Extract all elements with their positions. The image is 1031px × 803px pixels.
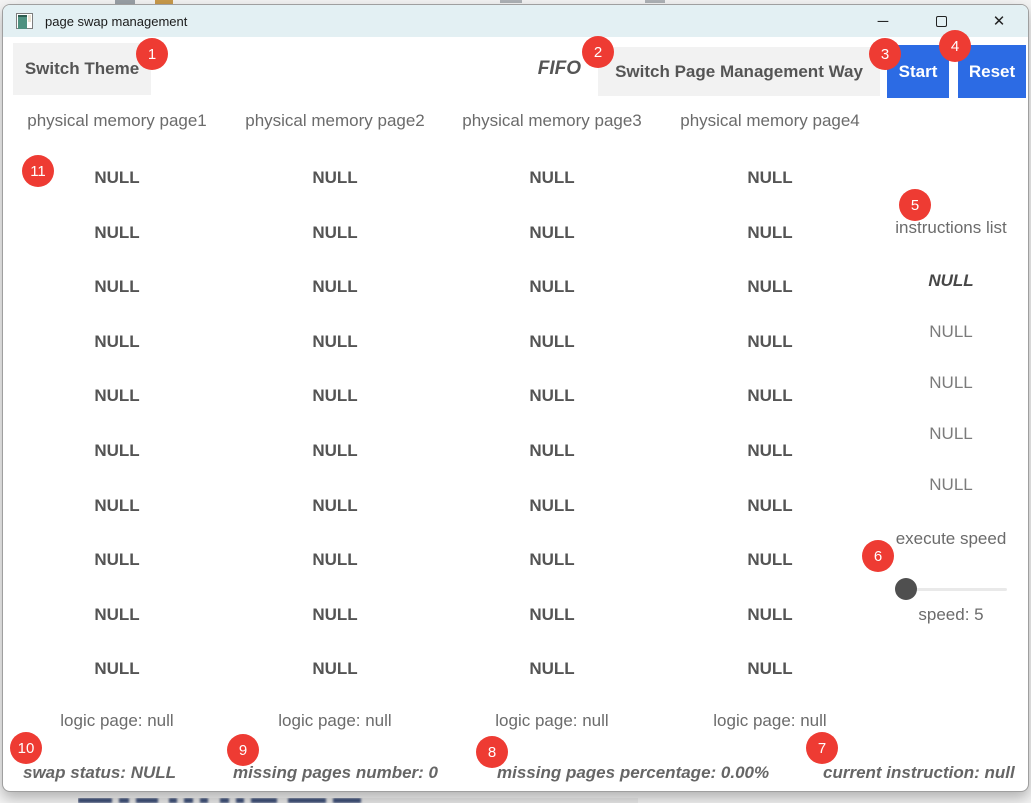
memory-cell: NULL — [94, 659, 140, 679]
memory-cell: NULL — [312, 222, 358, 242]
memory-cell: NULL — [312, 495, 358, 515]
annotation-badge-1: 1 — [136, 38, 168, 70]
annotation-badge-2: 2 — [582, 36, 614, 68]
reset-button[interactable]: Reset — [958, 45, 1026, 98]
memory-cell: NULL — [94, 168, 140, 187]
memory-column-header: physical memory page1 — [27, 111, 207, 130]
background-fragment — [645, 0, 665, 3]
memory-cell: NULL — [94, 604, 140, 624]
memory-cell: NULL — [312, 168, 358, 187]
memory-cell: NULL — [747, 495, 793, 515]
memory-cell: NULL — [747, 550, 793, 570]
slider-handle[interactable] — [895, 578, 917, 600]
memory-cell: NULL — [747, 168, 793, 187]
annotation-badge-10: 10 — [10, 732, 42, 764]
window-title: page swap management — [45, 13, 188, 29]
logic-page-label: logic page: null — [713, 711, 827, 730]
instructions-list: NULL NULL NULL NULL NULL — [875, 255, 1027, 510]
memory-cell: NULL — [312, 550, 358, 570]
minimize-button[interactable]: ─ — [877, 12, 889, 30]
background-fragment — [115, 0, 135, 4]
memory-cells: NULL NULL NULL NULL NULL NULL NULL NULL NULL NULL — [17, 151, 217, 697]
memory-cell: NULL — [529, 222, 575, 242]
logic-page-label: logic page: null — [60, 711, 174, 730]
memory-cell: NULL — [747, 659, 793, 679]
memory-cell: NULL — [312, 386, 358, 406]
memory-cell: NULL — [94, 222, 140, 242]
memory-cell: NULL — [529, 440, 575, 460]
memory-cell: NULL — [529, 277, 575, 297]
annotation-badge-3: 3 — [869, 38, 901, 70]
background-fragment — [155, 0, 173, 4]
memory-cell: NULL — [94, 495, 140, 515]
memory-cell: NULL — [94, 550, 140, 570]
app-icon — [16, 13, 33, 29]
memory-cell: NULL — [94, 386, 140, 406]
annotation-badge-5: 5 — [899, 189, 931, 221]
memory-cells: NULL NULL NULL NULL NULL NULL NULL NULL NULL NULL — [452, 151, 652, 697]
missing-pages-percentage-label: missing pages percentage: 0.00% — [497, 763, 770, 782]
memory-cell: NULL — [94, 331, 140, 351]
instruction-item: NULL — [929, 322, 973, 341]
execute-speed-label: execute speed — [895, 529, 1007, 548]
annotation-badge-11: 11 — [22, 155, 54, 187]
instruction-item: NULL — [929, 373, 973, 392]
memory-cell: NULL — [529, 386, 575, 406]
memory-cell: NULL — [312, 604, 358, 624]
memory-cells: NULL NULL NULL NULL NULL NULL NULL NULL NULL NULL — [235, 151, 435, 697]
memory-cell: NULL — [747, 277, 793, 297]
background-text-fragment — [78, 798, 638, 803]
memory-column-header: physical memory page4 — [680, 111, 860, 130]
swap-status-label: swap status: NULL — [23, 763, 177, 782]
instructions-panel: instructions list NULL NULL NULL NULL NULL e… — [875, 101, 1027, 661]
memory-cell: NULL — [312, 331, 358, 351]
logic-page-label: logic page: null — [278, 711, 392, 730]
annotation-badge-7: 7 — [806, 732, 838, 764]
annotation-badge-8: 8 — [476, 736, 508, 768]
memory-cell: NULL — [747, 222, 793, 242]
app-window: page swap management ─ ✕ Switch Theme FI… — [2, 4, 1029, 792]
switch-theme-button[interactable]: Switch Theme — [13, 43, 151, 95]
instruction-item: NULL — [929, 424, 973, 443]
instructions-list-label: instructions list — [895, 218, 1007, 237]
memory-cell: NULL — [529, 659, 575, 679]
memory-cell: NULL — [747, 604, 793, 624]
memory-cell: NULL — [529, 495, 575, 515]
switch-page-management-way-button[interactable]: Switch Page Management Way — [598, 47, 880, 96]
memory-cell: NULL — [94, 277, 140, 297]
logic-page-label: logic page: null — [495, 711, 609, 730]
close-button[interactable]: ✕ — [992, 13, 1006, 30]
missing-pages-number-label: missing pages number: 0 — [233, 763, 438, 782]
speed-slider[interactable] — [895, 578, 1007, 600]
slider-track — [895, 588, 1007, 591]
memory-column-header: physical memory page2 — [245, 111, 425, 130]
annotation-badge-9: 9 — [227, 734, 259, 766]
memory-cell: NULL — [312, 277, 358, 297]
memory-cell: NULL — [529, 550, 575, 570]
background-fragment — [500, 0, 522, 3]
memory-cells: NULL NULL NULL NULL NULL NULL NULL NULL NULL NULL — [670, 151, 870, 697]
memory-cell: NULL — [747, 440, 793, 460]
instruction-item: NULL — [929, 475, 973, 494]
memory-cell: NULL — [312, 659, 358, 679]
algorithm-label: FIFO — [537, 58, 581, 79]
current-instruction-label: current instruction: null — [823, 763, 1015, 782]
instruction-item: NULL — [928, 271, 974, 290]
titlebar: page swap management ─ ✕ — [3, 5, 1028, 37]
annotation-badge-6: 6 — [862, 540, 894, 572]
memory-cell: NULL — [529, 168, 575, 187]
memory-column-header: physical memory page3 — [462, 111, 642, 130]
memory-cell: NULL — [312, 440, 358, 460]
annotation-badge-4: 4 — [939, 30, 971, 62]
memory-cell: NULL — [94, 440, 140, 460]
maximize-button[interactable] — [912, 5, 970, 37]
memory-cell: NULL — [747, 386, 793, 406]
speed-value-label: speed: 5 — [918, 605, 984, 624]
maximize-icon — [935, 15, 947, 27]
memory-cell: NULL — [529, 331, 575, 351]
memory-cell: NULL — [747, 331, 793, 351]
memory-cell: NULL — [529, 604, 575, 624]
